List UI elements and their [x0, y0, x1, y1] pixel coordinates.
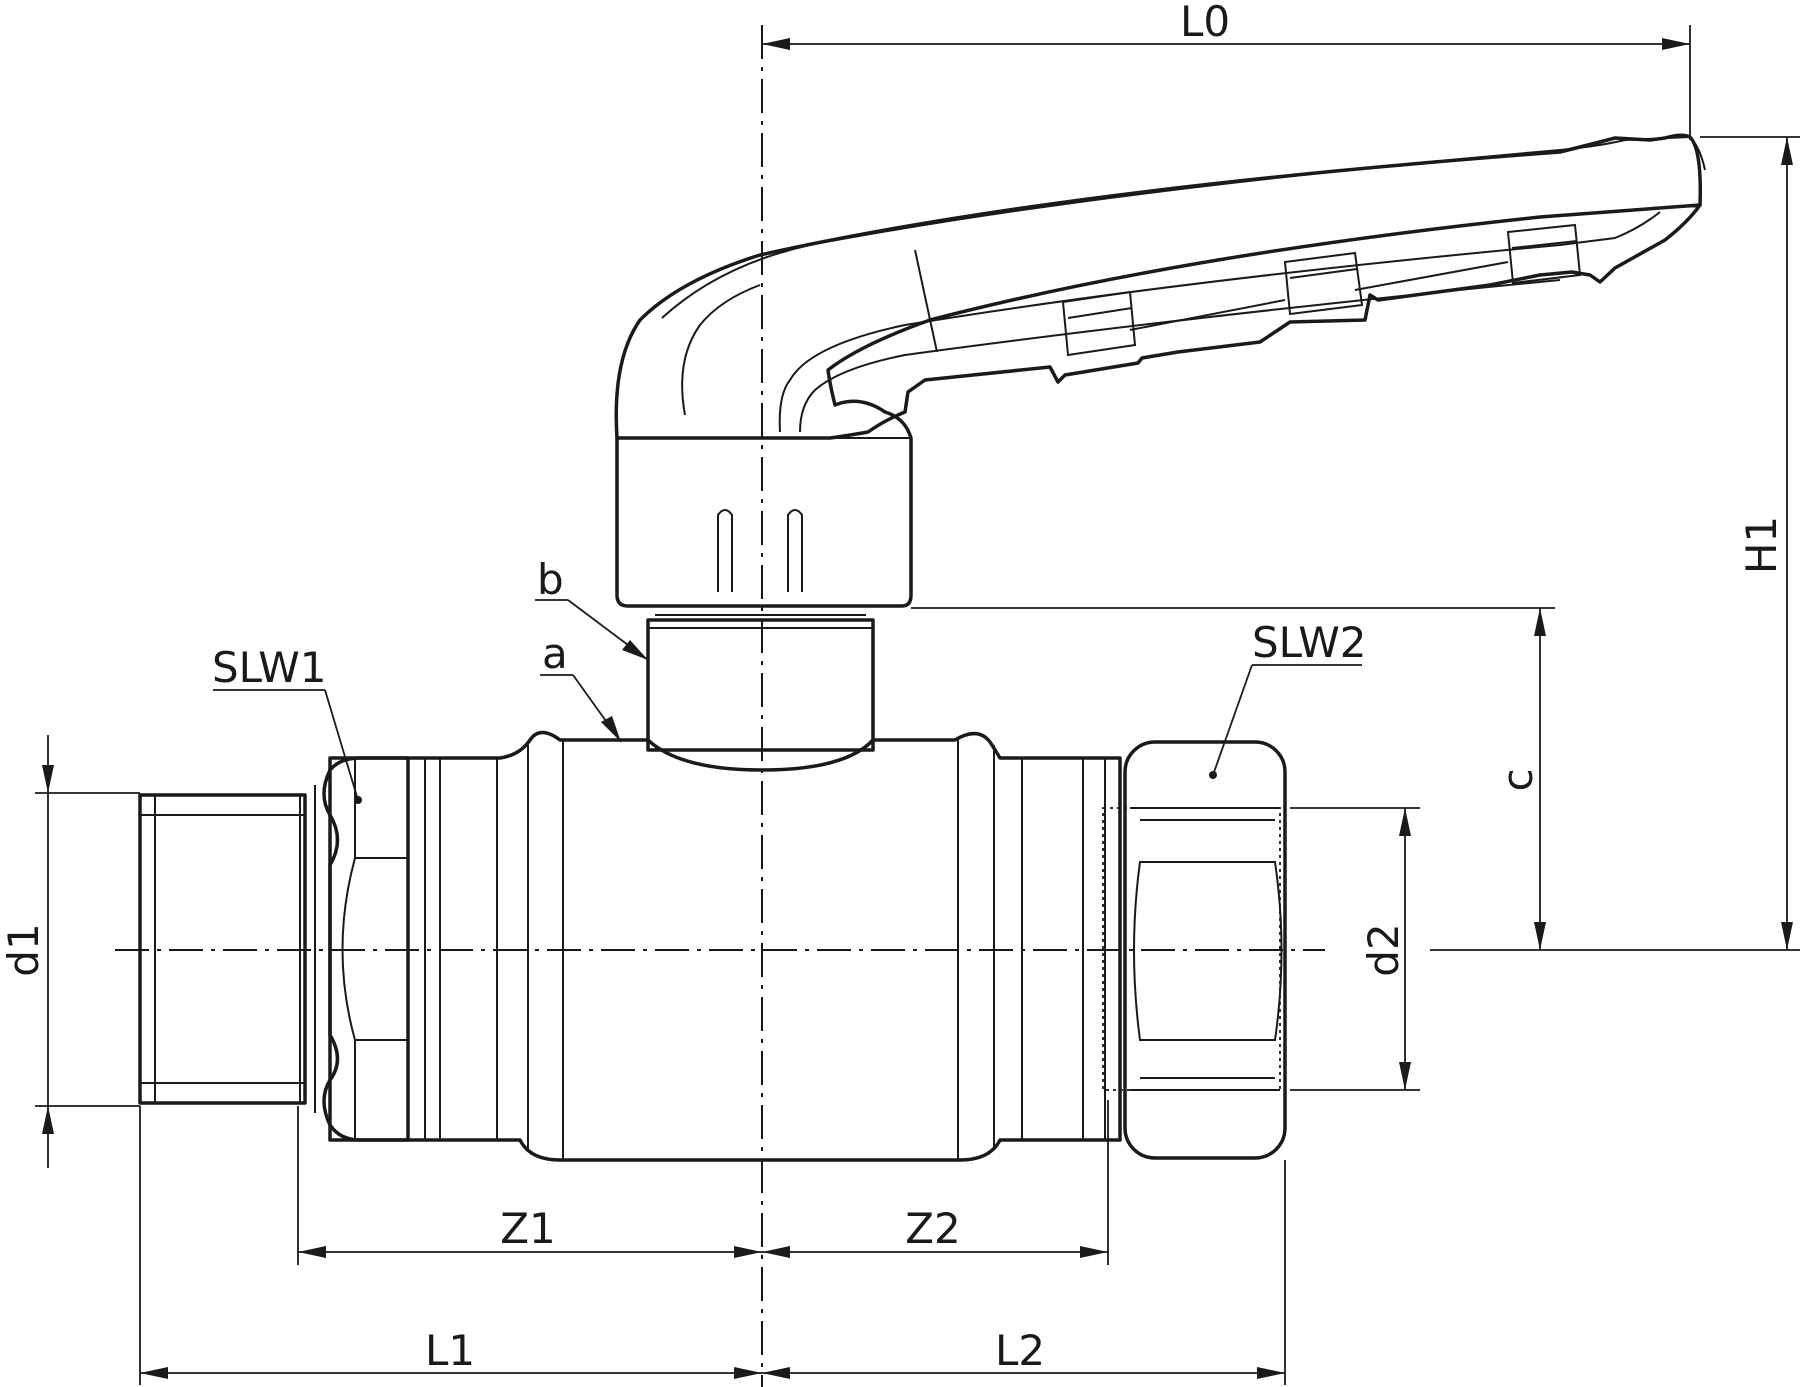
d2-arrow-top [1399, 808, 1411, 836]
L1-label: L1 [425, 1326, 475, 1375]
H1-arrow-bottom [1781, 922, 1793, 950]
male-thread [138, 793, 307, 1105]
SLW1-leader [324, 689, 359, 801]
dim-d1: d1 [0, 735, 140, 1168]
grip-rail [1129, 261, 1509, 331]
a-arrow [601, 716, 621, 742]
handle-outline [615, 203, 1702, 608]
H1-label: H1 [1737, 516, 1786, 574]
handle-inner-curve-2 [799, 279, 1561, 433]
dim-L0: L0 [762, 0, 1691, 140]
b-arrow [622, 640, 648, 660]
L2-label: L2 [995, 1326, 1045, 1375]
stem-pin-right [787, 509, 803, 592]
left-connection [138, 756, 410, 1142]
Z2-arrow-left [762, 1246, 790, 1258]
dim-c: c [911, 607, 1555, 950]
dim-H1: H1 [1430, 136, 1800, 951]
SLW1-label: SLW1 [212, 643, 326, 692]
H1-arrow-top [1781, 137, 1793, 165]
right-union-nut [1123, 740, 1287, 1160]
left-hex-face [341, 857, 408, 1041]
stem-pin-left [717, 509, 733, 592]
callouts: SLW1 SLW2 b a [212, 555, 1366, 804]
c-arrow-bottom [1534, 922, 1546, 950]
Z1-arrow-right [734, 1246, 762, 1258]
L2-arrow-left [762, 1367, 790, 1379]
Z2-arrow-right [1080, 1246, 1108, 1258]
L0-label: L0 [1180, 0, 1230, 46]
Z1-label: Z1 [500, 1204, 556, 1253]
Z2-label: Z2 [905, 1204, 961, 1253]
SLW1-dot [354, 796, 362, 804]
valve-body [328, 730, 1122, 1162]
lever-handle [614, 133, 1706, 608]
body-outline [328, 730, 1122, 1162]
L2-arrow-right [1257, 1367, 1285, 1379]
L1-arrow-left [140, 1367, 168, 1379]
neck-body [646, 618, 875, 752]
d1-arrow-bottom [42, 1106, 54, 1134]
union-nut-face-bottom [1130, 1077, 1280, 1091]
SLW2-leader [1212, 664, 1253, 776]
handle-inner-curve [778, 211, 1661, 433]
L0-arrow-right [1662, 38, 1690, 50]
handle-top-edge [614, 133, 1703, 440]
d1-label: d1 [0, 923, 48, 976]
c-arrow-top [1534, 608, 1546, 636]
union-hidden-thread [1102, 807, 1281, 1091]
handle-web-line [914, 249, 938, 353]
b-label: b [537, 555, 564, 604]
dim-d2: d2 [1290, 807, 1420, 1091]
d1-arrow-top [42, 765, 54, 793]
Z1-arrow-left [298, 1246, 326, 1258]
L1-arrow-right [734, 1367, 762, 1379]
right-connection [1102, 740, 1287, 1160]
grip-slot-1 [1061, 290, 1137, 357]
union-nut-center [1133, 861, 1283, 1041]
union-nut-face-top [1130, 807, 1280, 821]
left-hex-nut [322, 756, 410, 1142]
d2-arrow-bottom [1399, 1062, 1411, 1090]
dim-Z: Z1 Z2 [297, 1100, 1109, 1265]
L0-arrow-left [762, 38, 790, 50]
d2-label: d2 [1359, 923, 1408, 976]
valve-neck [646, 605, 875, 752]
a-label: a [542, 629, 568, 678]
centerlines [115, 25, 1325, 1387]
SLW2-label: SLW2 [1252, 618, 1366, 667]
handle-hub-curve [681, 284, 761, 416]
c-label: c [1493, 768, 1542, 791]
SLW2-dot [1209, 771, 1217, 779]
dim-L: L1 L2 [139, 1106, 1286, 1385]
grip-slot-2 [1283, 251, 1364, 316]
grip-slot-3 [1506, 223, 1582, 285]
